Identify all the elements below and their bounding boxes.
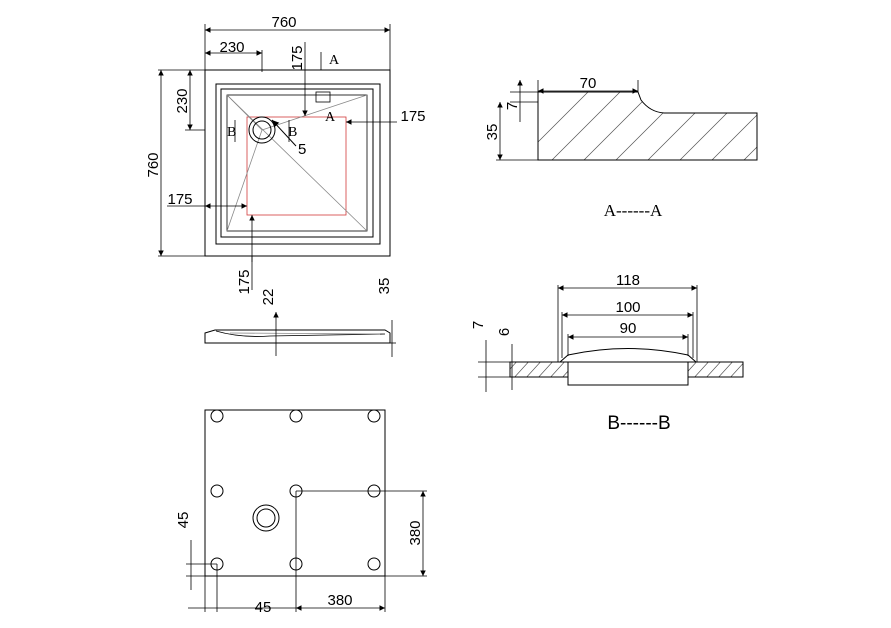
tray-rim	[215, 83, 381, 245]
section-b-flange-dimension: 7	[470, 321, 487, 329]
depth-22-dimension: 22	[260, 289, 277, 306]
side-profile	[204, 329, 391, 344]
section-a-label-top: A	[329, 53, 340, 68]
section-b-b: 118 100 90 7 6 B------B	[470, 272, 744, 434]
section-b-outer-dimension: 118	[616, 272, 640, 289]
offset-175-bottom-dimension: 175	[236, 269, 253, 294]
section-a-lip-dimension: 7	[504, 102, 521, 110]
section-b-cap	[559, 348, 697, 363]
section-b-title: B------B	[607, 413, 670, 434]
slope-line-3	[261, 94, 368, 131]
foot-4	[210, 484, 224, 498]
offset-175-right-dimension: 175	[400, 108, 425, 125]
section-b-right-slab	[687, 361, 744, 378]
height-dimension: 760	[145, 152, 162, 177]
offset-175-top-dimension: 175	[289, 45, 306, 70]
drain-outer	[248, 116, 276, 144]
tray-basin	[220, 88, 374, 238]
drain-inner	[252, 120, 272, 140]
section-a-height-dimension: 35	[484, 124, 501, 141]
drain-outlet-outer	[252, 504, 280, 532]
tray-basin-inner	[226, 94, 368, 232]
section-a-label-inside: A	[325, 110, 336, 125]
bottom-outline	[204, 409, 386, 577]
offset-175-left-dimension: 175	[167, 191, 192, 208]
top-view: B B A A 5 760 230 175 175 760 230	[145, 14, 426, 295]
foot-9	[367, 557, 381, 571]
foot-offset-y-dimension: 45	[175, 512, 192, 529]
side-basin-curve	[215, 330, 386, 337]
overflow-notch	[315, 91, 331, 103]
offset-230-dimension: 230	[219, 39, 244, 56]
foot-3	[367, 409, 381, 423]
slope-leader	[271, 119, 297, 147]
foot-offset-x-dimension: 45	[255, 599, 272, 616]
foot-2	[289, 409, 303, 423]
section-b-mid-dimension: 100	[615, 299, 640, 316]
section-b-label-left: B	[227, 125, 236, 140]
height-35-dimension: 35	[376, 278, 393, 295]
offset-230-left-dimension: 230	[174, 88, 191, 113]
slope-line-1	[226, 94, 368, 232]
tray-outline	[204, 69, 391, 257]
section-a-width-dimension: 70	[580, 75, 597, 92]
section-a-title: A------A	[604, 201, 663, 220]
slope-value: 5	[298, 141, 306, 158]
section-a-profile	[537, 91, 758, 161]
grid-y-dimension: 380	[407, 520, 424, 545]
section-b-label-right: B	[288, 125, 297, 140]
section-b-drain-body	[567, 361, 689, 386]
bottom-view: 380 380 45 45	[175, 409, 427, 616]
foot-1	[210, 409, 224, 423]
slope-line-2	[226, 129, 263, 232]
side-view: 22 35	[204, 278, 396, 357]
slope-line-4	[226, 94, 263, 131]
width-dimension: 760	[271, 14, 296, 31]
section-b-inner-dimension: 90	[620, 320, 637, 337]
drain-zone	[246, 116, 347, 216]
section-b-rim-dimension: 6	[496, 328, 513, 336]
drain-outlet-inner	[256, 508, 276, 528]
section-b-left-slab	[509, 361, 569, 378]
section-a-a: 70 7 35 A------A	[484, 75, 758, 220]
grid-x-dimension: 380	[327, 592, 352, 609]
